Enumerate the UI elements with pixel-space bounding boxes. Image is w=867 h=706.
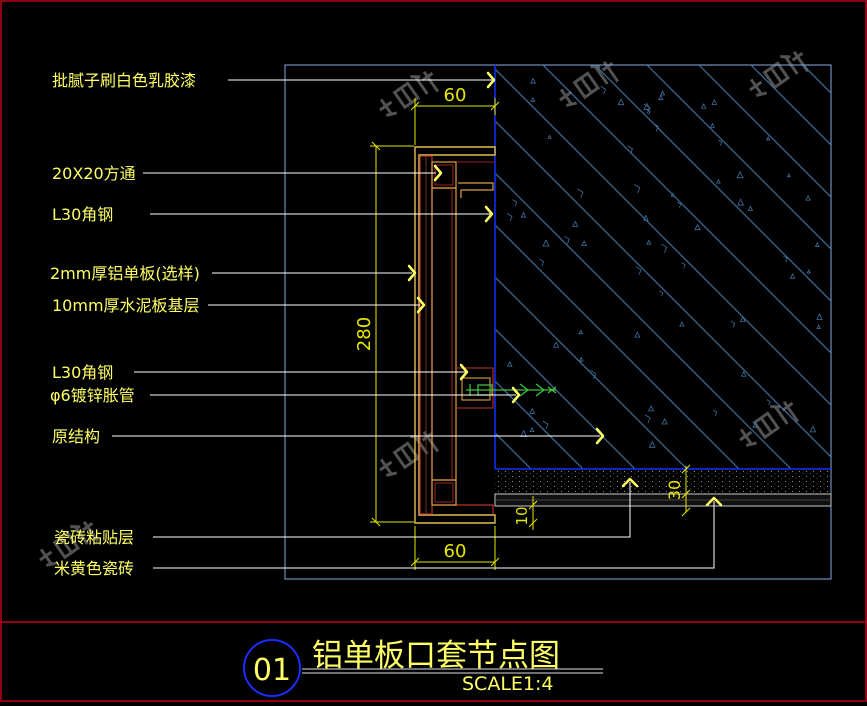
leader-arrows	[407, 71, 723, 507]
dim-adhesive-thickness: 10	[513, 506, 531, 525]
section-border	[284, 64, 832, 580]
label-cement-board: 10mm厚水泥板基层	[52, 296, 200, 315]
tile-layer	[494, 469, 832, 507]
title-block: 01 铝单板口套节点图 SCALE1:4	[243, 638, 603, 697]
watermark-logo-icon	[39, 50, 810, 567]
title-name: 铝单板口套节点图	[312, 638, 560, 674]
label-aluminium-panel: 2mm厚铝单板(选样)	[50, 264, 200, 283]
dim-height: 280	[354, 317, 375, 351]
dimensions	[370, 98, 691, 570]
dim-bottom-width: 60	[444, 541, 467, 562]
leader-lines	[112, 79, 715, 569]
door-frame-assembly	[414, 146, 557, 524]
label-square-tube: 20X20方通	[52, 164, 136, 183]
label-expansion-anchor: φ6镀锌胀管	[50, 386, 135, 405]
concrete-structure	[494, 65, 831, 470]
label-beige-tile: 米黄色瓷砖	[54, 559, 134, 578]
label-angle-steel-mid: L30角钢	[52, 363, 113, 382]
label-angle-steel-top: L30角钢	[52, 205, 113, 224]
title-number: 01	[253, 653, 291, 688]
title-number-circle	[243, 639, 301, 697]
label-original-structure: 原结构	[52, 427, 100, 446]
title-scale: SCALE1:4	[462, 673, 554, 695]
anchor-bolt-icon	[466, 383, 557, 397]
label-tile-adhesive: 瓷砖粘贴层	[54, 528, 134, 547]
dim-top-width: 60	[444, 85, 467, 106]
dim-tile-thickness: 30	[665, 480, 684, 500]
label-putty-latex-paint: 批腻子刷白色乳胶漆	[52, 71, 196, 90]
